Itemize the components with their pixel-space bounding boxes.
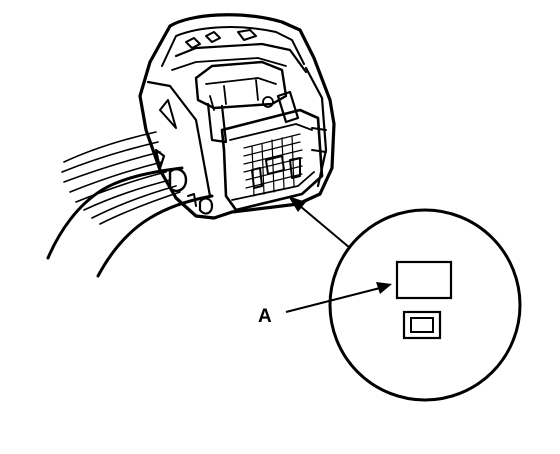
- detail-magnifier-circle: [328, 208, 522, 402]
- callout-label-a: A: [258, 306, 272, 327]
- indicator-window: [395, 260, 453, 300]
- detail-pointer-arrow: [288, 196, 351, 249]
- connector-housing: [138, 13, 336, 220]
- callout-a: A: [258, 282, 392, 327]
- terminal-grid: [243, 133, 303, 197]
- terminal-slot: [402, 310, 442, 340]
- wire-harness: [46, 131, 214, 278]
